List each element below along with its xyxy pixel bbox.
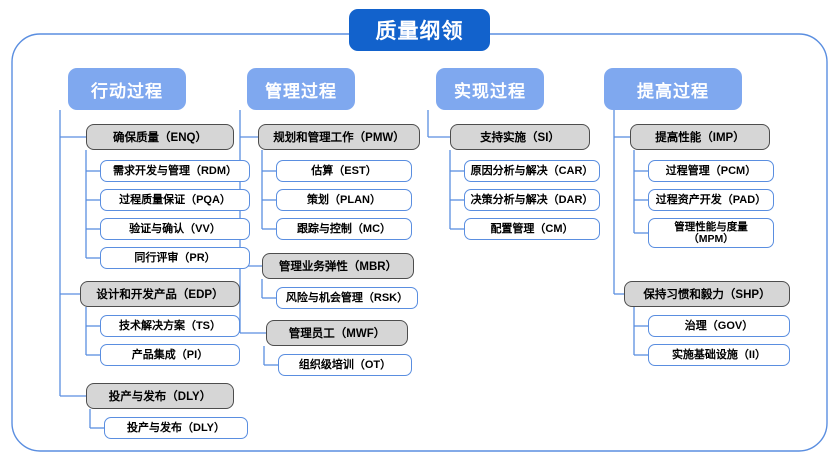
column-header-4[interactable]: 提高过程: [604, 68, 742, 110]
leaf-node[interactable]: 投产与发布（DLY）: [104, 417, 248, 439]
leaf-node[interactable]: 同行评审（PR）: [100, 247, 250, 269]
leaf-node[interactable]: 风险与机会管理（RSK）: [276, 287, 418, 309]
leaf-node[interactable]: 治理（GOV）: [648, 315, 790, 337]
leaf-node[interactable]: 技术解决方案（TS）: [100, 315, 240, 337]
leaf-node[interactable]: 跟踪与控制（MC）: [276, 218, 412, 240]
leaf-node[interactable]: 需求开发与管理（RDM）: [100, 160, 250, 182]
column-header-1[interactable]: 行动过程: [68, 68, 186, 110]
column-header-3[interactable]: 实现过程: [436, 68, 544, 110]
leaf-node[interactable]: 验证与确认（VV）: [100, 218, 250, 240]
group-node[interactable]: 投产与发布（DLY）: [86, 383, 234, 409]
leaf-node[interactable]: 实施基础设施（II）: [648, 344, 790, 366]
leaf-node[interactable]: 组织级培训（OT）: [278, 354, 412, 376]
group-node[interactable]: 设计和开发产品（EDP）: [80, 281, 240, 307]
group-node[interactable]: 管理员工（MWF）: [266, 320, 408, 346]
group-node[interactable]: 确保质量（ENQ）: [86, 124, 234, 150]
leaf-node[interactable]: 原因分析与解决（CAR）: [464, 160, 600, 182]
group-node[interactable]: 保持习惯和毅力（SHP）: [624, 281, 790, 307]
leaf-node[interactable]: 管理性能与度量（MPM）: [648, 218, 774, 248]
group-node[interactable]: 规划和管理工作（PMW）: [258, 124, 420, 150]
diagram-title: 质量纲领: [349, 9, 490, 51]
group-node[interactable]: 支持实施（SI）: [450, 124, 590, 150]
leaf-node[interactable]: 过程质量保证（PQA）: [100, 189, 250, 211]
leaf-node[interactable]: 过程管理（PCM）: [648, 160, 774, 182]
leaf-node[interactable]: 策划（PLAN）: [276, 189, 412, 211]
column-header-2[interactable]: 管理过程: [247, 68, 355, 110]
group-node[interactable]: 管理业务弹性（MBR）: [262, 253, 414, 279]
leaf-node[interactable]: 估算（EST）: [276, 160, 412, 182]
leaf-node[interactable]: 决策分析与解决（DAR）: [464, 189, 600, 211]
leaf-node[interactable]: 过程资产开发（PAD）: [648, 189, 774, 211]
group-node[interactable]: 提高性能（IMP）: [630, 124, 770, 150]
leaf-node[interactable]: 配置管理（CM）: [464, 218, 600, 240]
leaf-node[interactable]: 产品集成（PI）: [100, 344, 240, 366]
